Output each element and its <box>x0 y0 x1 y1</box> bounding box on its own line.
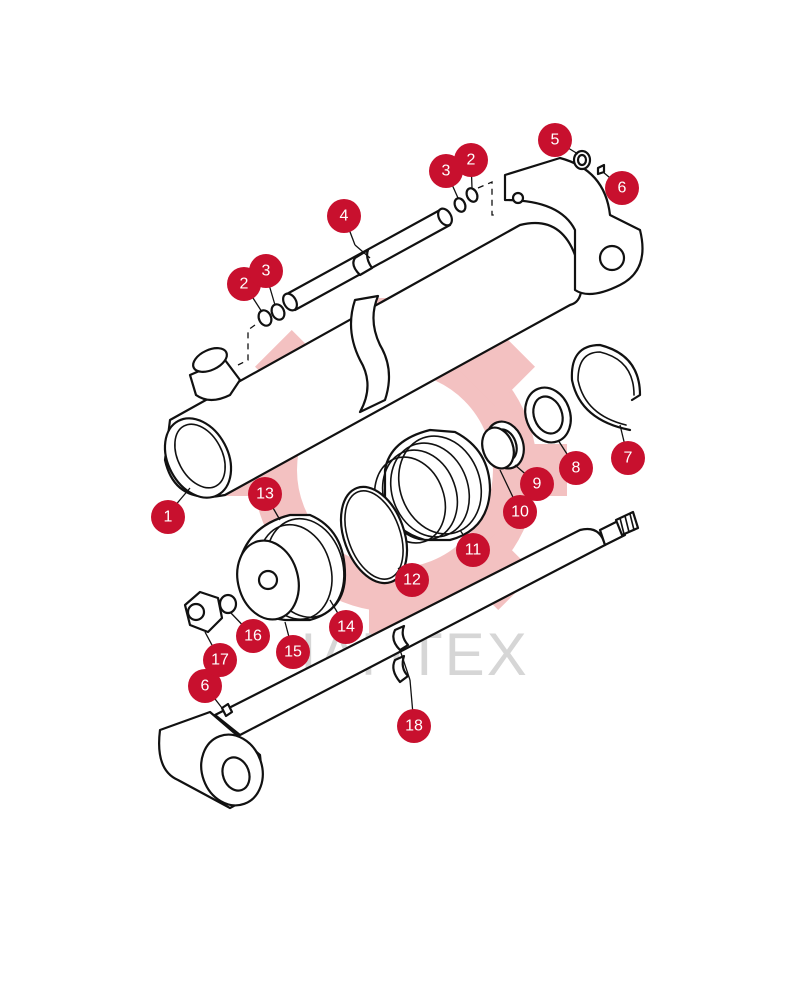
svg-text:18: 18 <box>405 718 423 735</box>
wiper-seal <box>524 386 572 444</box>
callout-15: 15 <box>276 635 310 669</box>
svg-text:5: 5 <box>551 132 560 149</box>
svg-text:6: 6 <box>201 678 210 695</box>
piston <box>236 513 347 622</box>
callout-5: 5 <box>538 123 572 157</box>
svg-text:9: 9 <box>533 476 542 493</box>
callout-7: 7 <box>611 441 645 475</box>
o-ring-large <box>339 485 409 585</box>
o-rings-lower <box>237 303 286 366</box>
svg-text:4: 4 <box>340 208 349 225</box>
callout-11: 11 <box>456 533 490 567</box>
svg-text:8: 8 <box>572 460 581 477</box>
svg-text:14: 14 <box>337 619 355 636</box>
svg-text:10: 10 <box>511 504 529 521</box>
svg-text:16: 16 <box>244 628 262 645</box>
piston-rod <box>158 510 640 810</box>
callout-14: 14 <box>329 610 363 644</box>
callout-16: 16 <box>236 619 270 653</box>
callout-18: 18 <box>397 709 431 743</box>
callout-4: 4 <box>327 199 361 233</box>
svg-text:12: 12 <box>403 572 421 589</box>
svg-text:7: 7 <box>624 450 633 467</box>
svg-text:3: 3 <box>442 163 451 180</box>
svg-text:2: 2 <box>467 152 476 169</box>
callout-6b: 6 <box>188 669 222 703</box>
callout-3a: 3 <box>429 154 463 188</box>
callout-6a: 6 <box>605 171 639 205</box>
svg-text:15: 15 <box>284 644 302 661</box>
svg-text:11: 11 <box>465 542 482 559</box>
callout-1: 1 <box>151 500 185 534</box>
svg-text:1: 1 <box>164 509 173 526</box>
pipe-tube <box>282 207 453 312</box>
cylinder-barrel <box>163 156 644 499</box>
svg-text:13: 13 <box>256 486 274 503</box>
retaining-ring <box>570 343 642 432</box>
svg-text:17: 17 <box>211 652 229 669</box>
callout-13: 13 <box>248 477 282 511</box>
callout-10: 10 <box>503 495 537 529</box>
callout-8: 8 <box>559 451 593 485</box>
svg-text:3: 3 <box>262 263 271 280</box>
svg-text:6: 6 <box>618 180 627 197</box>
callout-17: 17 <box>203 643 237 677</box>
o-rings-upper <box>453 181 498 216</box>
rod-seal <box>481 420 525 470</box>
svg-text:2: 2 <box>240 276 249 293</box>
callout-12: 12 <box>395 563 429 597</box>
grease-fitting <box>572 149 606 176</box>
callout-9: 9 <box>520 467 554 501</box>
piston-nut <box>183 590 238 634</box>
callout-3b: 3 <box>249 254 283 288</box>
